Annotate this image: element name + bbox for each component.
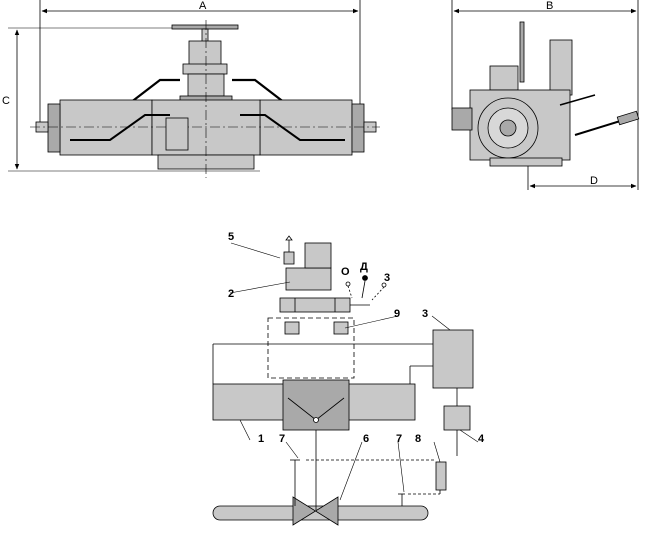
port-d-label: Д — [360, 261, 368, 273]
side-view: B D — [451, 0, 640, 190]
callout-9: 9 — [394, 308, 400, 320]
callout-3-port: 3 — [384, 272, 390, 284]
hydraulic-schematic — [212, 235, 474, 526]
callout-1: 1 — [258, 433, 264, 445]
dimension-d-label: D — [590, 175, 598, 187]
front-view: A C — [2, 0, 380, 178]
callout-7b: 7 — [396, 433, 402, 445]
callout-8: 8 — [415, 433, 421, 445]
callout-leaders — [229, 242, 479, 501]
dimension-c-label: C — [2, 95, 10, 107]
dimension-a-label: A — [199, 0, 207, 12]
callout-5: 5 — [228, 231, 234, 243]
dimension-b-label: B — [546, 0, 553, 12]
callout-4: 4 — [478, 433, 485, 445]
callout-7a: 7 — [279, 433, 285, 445]
callout-3-main: 3 — [422, 308, 428, 320]
callout-labels: 1 2 3 3 4 5 6 7 7 8 9 О Д — [228, 231, 485, 445]
callout-6: 6 — [363, 433, 369, 445]
callout-2: 2 — [228, 288, 234, 300]
port-o-label: О — [341, 266, 350, 278]
